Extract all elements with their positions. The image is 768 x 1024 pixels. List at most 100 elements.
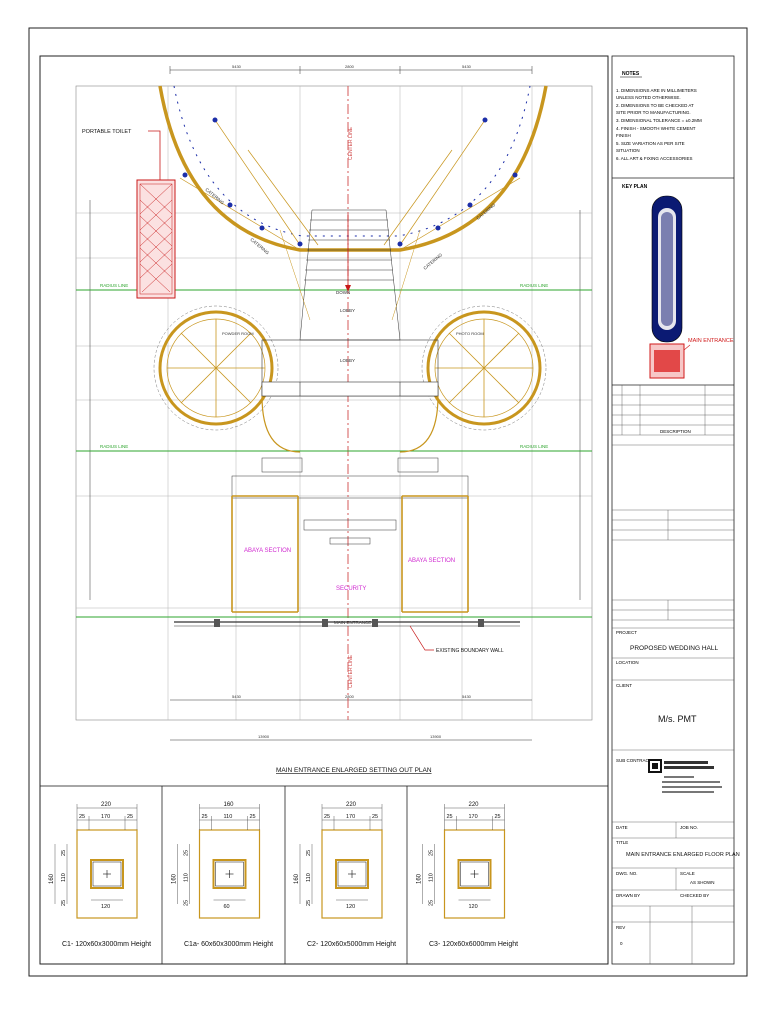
date-label: DATE: [616, 825, 628, 830]
rev-value: 0: [620, 941, 623, 946]
scale-label: SCALE: [680, 871, 695, 876]
powder-room-circle: [153, 305, 279, 431]
drawn-label: DRAWN BY: [616, 893, 640, 898]
detail-sub-dim: 25: [495, 814, 501, 820]
contractor-logo: [648, 759, 722, 793]
detail-caption: C1a- 60x60x3000mm Height: [184, 941, 273, 948]
arc-columns: [182, 117, 518, 247]
dwg-no-label: DWG. NO.: [616, 871, 638, 876]
detail-height: 160: [294, 873, 300, 884]
note-line: SITE PRIOR TO MANUFACTURING.: [616, 110, 691, 115]
plan-title: MAIN ENTRANCE ENLARGED SETTING OUT PLAN: [276, 767, 432, 774]
revision-table: [612, 385, 734, 436]
radius-line-label: RADIUS LINE: [100, 283, 128, 288]
note-line: UNLESS NOTED OTHERWISE.: [616, 95, 681, 100]
detail-sub-dim: 25: [372, 814, 378, 820]
detail-height: 160: [417, 873, 423, 884]
photo-room-label: PHOTO ROOM: [456, 331, 484, 336]
note-line: 5. SIZE VARIATION AS PER SITE: [616, 141, 685, 146]
note-line: SITUATION: [616, 148, 640, 153]
project-label: PROJECT: [616, 630, 637, 635]
portable-toilet-label: PORTABLE TOILET: [82, 129, 132, 135]
detail-sub-dim: 25: [447, 814, 453, 820]
main-entrance-label: MAIN ENTRANCE: [334, 620, 371, 625]
detail-width: 220: [346, 802, 357, 808]
job-label: JOB NO.: [680, 825, 698, 830]
detail-sub-dim: 25: [306, 900, 312, 906]
detail-sub-dim: 25: [79, 814, 85, 820]
client-name: M/s. PMT: [658, 714, 697, 724]
detail-sub-dim: 170: [101, 814, 110, 820]
svg-text:5430: 5430: [232, 694, 242, 699]
detail-sub-dim: 25: [429, 850, 435, 856]
detail-sub-dim: 25: [127, 814, 133, 820]
svg-text:2800: 2800: [345, 694, 355, 699]
radius-line-label: RADIUS LINE: [520, 444, 548, 449]
detail-sub-dim: 110: [61, 873, 67, 882]
svg-text:13900: 13900: [258, 734, 270, 739]
project-name: PROPOSED WEDDING HALL: [630, 645, 719, 652]
detail-sub-dim: 110: [306, 873, 312, 882]
note-line: 2. DIMENSIONS TO BE CHECKED AT: [616, 103, 694, 108]
powder-room-label: POWDER ROOM: [222, 331, 254, 336]
scale-value: AS SHOWN: [690, 880, 715, 885]
right-panel: NOTES 1. DIMENSIONS ARE IN MILLIMETERS UN…: [611, 55, 740, 965]
notes-heading: NOTES: [622, 71, 640, 77]
detail-sub-dim: 170: [469, 814, 478, 820]
drawing-title: MAIN ENTRANCE ENLARGED FLOOR PLAN: [626, 852, 740, 858]
security-label: SECURITY: [336, 586, 366, 592]
revision-header: DESCRIPTION: [660, 429, 691, 434]
detail-sub-dim: 110: [429, 873, 435, 882]
detail-width: 220: [469, 802, 480, 808]
key-plan: [649, 195, 691, 379]
center-line-label-bottom: CENTER LINE: [348, 654, 354, 688]
detail-inner-dim: 120: [101, 904, 110, 910]
detail-inner-dim: 60: [224, 904, 230, 910]
detail-sub-dim: 170: [346, 814, 355, 820]
svg-text:5430: 5430: [232, 64, 242, 69]
detail-sub-dim: 110: [224, 814, 233, 820]
detail-sub-dim: 25: [306, 850, 312, 856]
svg-text:5430: 5430: [462, 694, 472, 699]
portable-toilet: [136, 179, 176, 299]
rev-label: REV: [616, 925, 625, 930]
detail-inner-dim: 120: [346, 904, 355, 910]
detail-caption: C3- 120x60x6000mm Height: [429, 941, 518, 948]
note-line: FINISH: [616, 133, 631, 138]
notes-list: 1. DIMENSIONS ARE IN MILLIMETERS UNLESS N…: [616, 88, 702, 161]
detail-sub-dim: 25: [250, 814, 256, 820]
center-line-label-top: CENTER LINE: [348, 126, 354, 160]
note-line: 6. ALL ART & FIXING ACCESSORIES: [616, 156, 692, 161]
detail-width: 220: [101, 802, 112, 808]
detail-sub-dim: 25: [324, 814, 330, 820]
lobby: [261, 339, 439, 397]
outer-border: [28, 27, 748, 977]
lobby-label: LOBBY: [340, 308, 355, 313]
note-line: 1. DIMENSIONS ARE IN MILLIMETERS: [616, 88, 697, 93]
abaya-section-label-right: ABAYA SECTION: [408, 558, 455, 564]
key-plan-main-entrance: MAIN ENTRANCE: [688, 338, 734, 344]
abaya-section-label-left: ABAYA SECTION: [244, 548, 291, 554]
svg-text:2800: 2800: [345, 64, 355, 69]
detail-sub-dim: 25: [184, 850, 190, 856]
detail-caption: C2- 120x60x5000mm Height: [307, 941, 396, 948]
entrance-walls: [231, 495, 469, 613]
detail-sub-dim: 110: [184, 873, 190, 882]
radius-line-label: RADIUS LINE: [520, 283, 548, 288]
detail-inner-dim: 120: [469, 904, 478, 910]
detail-sub-dim: 25: [429, 900, 435, 906]
location-label: LOCATION: [616, 660, 639, 665]
photo-room-circle: [421, 305, 547, 431]
checked-label: CHECKED BY: [680, 893, 709, 898]
detail-sub-dim: 25: [184, 900, 190, 906]
radius-line-label: RADIUS LINE: [100, 444, 128, 449]
detail-sub-dim: 25: [61, 900, 67, 906]
detail-sub-dim: 25: [61, 850, 67, 856]
key-plan-heading: KEY PLAN: [622, 184, 648, 190]
